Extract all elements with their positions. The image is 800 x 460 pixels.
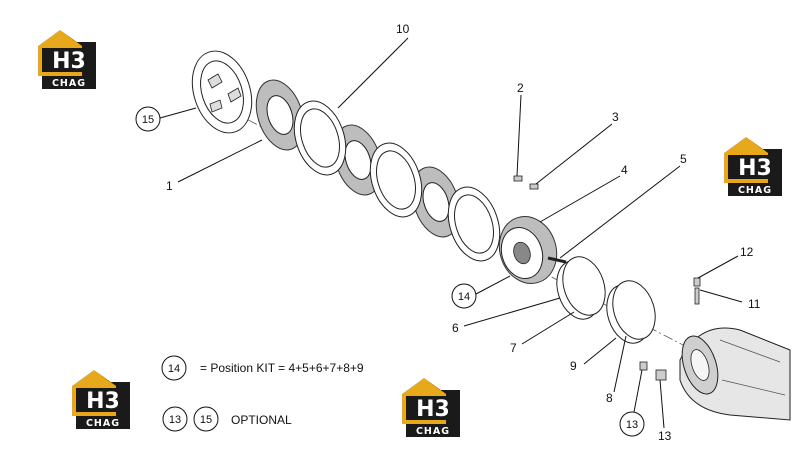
legend-optional: 13 15 OPTIONAL: [162, 406, 292, 432]
part-1-friction-disc: [255, 79, 305, 151]
svg-text:CHAG: CHAG: [738, 185, 772, 196]
callout-12: 12: [740, 245, 754, 259]
part-10-steel-plate: [369, 142, 423, 218]
callout-1: 1: [166, 179, 173, 193]
axle-housing: [679, 327, 791, 421]
callout-circle-14: 14: [451, 283, 477, 309]
part-4-piston: [498, 216, 558, 284]
brand-logo: H3 CHAG: [724, 137, 782, 196]
part-11-12-bleeder: [693, 277, 701, 305]
svg-text:15: 15: [200, 414, 212, 426]
leader-lines: [159, 37, 743, 429]
svg-text:CHAG: CHAG: [86, 418, 120, 429]
svg-text:= Position KIT = 4+5+6+7+8+9: = Position KIT = 4+5+6+7+8+9: [200, 361, 364, 375]
part-10-steel-plate: [447, 186, 501, 262]
callout-circle-15: 15: [135, 106, 161, 132]
svg-text:CHAG: CHAG: [416, 426, 450, 437]
part-15-plate: [191, 50, 253, 134]
svg-text:14: 14: [458, 291, 470, 303]
part-8-seal-ring: [612, 280, 656, 340]
svg-text:H3: H3: [416, 397, 450, 422]
svg-text:14: 14: [168, 363, 180, 375]
svg-text:H3: H3: [52, 49, 86, 74]
callout-3: 3: [612, 110, 619, 124]
part-13-plug: [639, 361, 648, 371]
svg-text:H3: H3: [738, 156, 772, 181]
callout-6: 6: [452, 321, 459, 335]
part-10-steel-plate: [293, 100, 347, 176]
legend-kit: 14 = Position KIT = 4+5+6+7+8+9: [161, 355, 364, 381]
svg-text:CHAG: CHAG: [52, 78, 86, 89]
part-2-screw: [513, 175, 523, 182]
brand-logo: H3 CHAG: [72, 370, 130, 429]
svg-text:OPTIONAL: OPTIONAL: [231, 413, 292, 427]
brand-logo: H3 CHAG: [38, 30, 96, 89]
callout-8: 8: [606, 391, 613, 405]
callout-4: 4: [621, 163, 628, 177]
callout-5: 5: [680, 152, 687, 166]
callout-10: 10: [396, 22, 410, 36]
part-1-friction-disc: [333, 124, 383, 196]
callout-7: 7: [510, 341, 517, 355]
callout-circle-13: 13: [619, 411, 645, 437]
svg-text:15: 15: [142, 114, 154, 126]
callout-13: 13: [658, 429, 672, 443]
svg-text:13: 13: [626, 419, 638, 431]
part-7-seal-ring: [562, 256, 606, 316]
svg-text:13: 13: [169, 414, 181, 426]
part-13-plug: [655, 369, 667, 381]
callout-2: 2: [517, 81, 524, 95]
svg-text:H3: H3: [86, 389, 120, 414]
brand-logo: H3 CHAG: [402, 378, 460, 437]
part-3-screw: [529, 183, 539, 190]
callout-11: 11: [748, 297, 761, 311]
callout-9: 9: [570, 359, 577, 373]
part-5-pin: [547, 256, 567, 264]
